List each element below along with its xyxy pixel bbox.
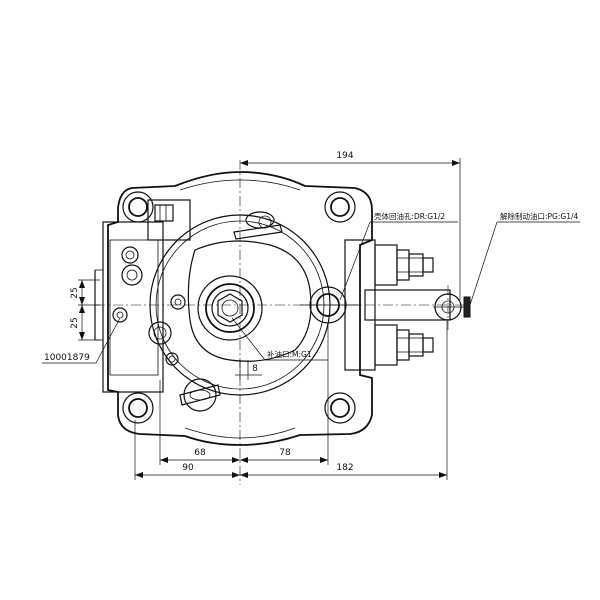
dim-25-upper: 25 (70, 287, 80, 298)
label-pilot-port: 解除制动油口:PG:G1/4 (500, 211, 578, 221)
dim-25-lower: 25 (70, 317, 80, 328)
dim-182: 182 (336, 463, 353, 473)
dr-fittings (374, 244, 434, 366)
dim-78: 78 (279, 448, 291, 458)
dim-8: 8 (252, 364, 258, 374)
label-part-number: 10001879 (44, 353, 90, 363)
dim-68: 68 (194, 448, 206, 458)
bolt-top-right (324, 191, 356, 223)
bottom-plug (179, 378, 221, 412)
label-suction-port: 补油口:M:G1 (267, 349, 312, 359)
bolt-top-left (122, 191, 154, 223)
bolt-bottom-left (122, 392, 154, 424)
leader-lines (42, 221, 580, 364)
corner-bolts (122, 191, 356, 424)
pg-port (433, 293, 471, 321)
top-lug (233, 211, 283, 240)
right-boss (300, 286, 360, 324)
bolt-bottom-right (324, 392, 356, 424)
valve-ports (112, 246, 186, 366)
label-drain-port: 壳体回油孔:DR:G1/2 (374, 211, 445, 221)
main-bore (149, 214, 331, 396)
dim-194: 194 (336, 151, 353, 161)
dimension-lines (78, 158, 461, 480)
dim-90: 90 (182, 463, 194, 473)
